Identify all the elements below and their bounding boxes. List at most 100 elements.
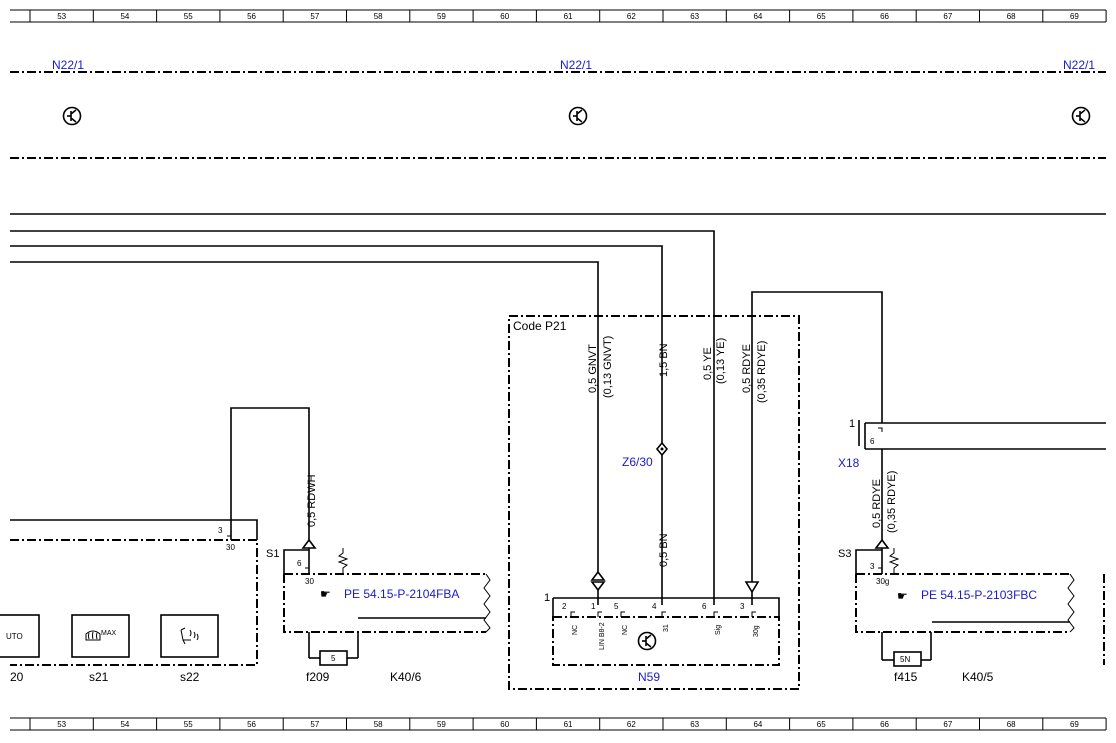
n59-pin: 2: [562, 602, 567, 611]
transistor-symbol-icon: [1071, 106, 1091, 126]
bottom-ruler-column-60: 60: [500, 720, 509, 729]
bottom-ruler-column-58: 58: [374, 720, 383, 729]
bottom-ruler-column-63: 63: [690, 720, 699, 729]
n59-connector: 1 2 1 5 4 6 3: [544, 570, 780, 617]
fuse-f209: [319, 650, 348, 666]
relay-k40-6-label: K40/6: [390, 670, 422, 684]
n59-pin: 5: [614, 602, 619, 611]
connector-x18[interactable]: 1 6 X18: [838, 418, 1106, 470]
splice-label[interactable]: Z6/30: [622, 455, 653, 469]
n59-pin-name: LIN B8-2: [599, 622, 606, 650]
wire-label-ye: 0,5 YE: [702, 347, 714, 380]
splice-z6-30[interactable]: Z6/30: [622, 441, 669, 469]
switch-auto-label: 20: [10, 670, 24, 684]
bottom-ruler-column-66: 66: [880, 720, 889, 729]
left-module-pin-name: 30: [226, 543, 235, 552]
s3-label: S3: [838, 548, 851, 560]
transistor-symbol-icon: [637, 631, 657, 651]
top-ruler-column-67: 67: [943, 12, 952, 21]
top-ruler-column-64: 64: [753, 12, 762, 21]
n59-connector-number: 1: [544, 592, 550, 604]
top-ruler-column-69: 69: [1070, 12, 1079, 21]
top-ruler-column-59: 59: [437, 12, 446, 21]
n59-pin: 1: [591, 602, 596, 611]
wire-label-gnvt: 0,5 GNVT: [587, 344, 599, 393]
x18-pin: 6: [870, 437, 875, 446]
bottom-ruler-column-59: 59: [437, 720, 446, 729]
s1-switch-block: S1 6 30 ☛ PE 54.15-P-2104FBA 5 f209 K40/…: [266, 538, 491, 684]
n59-pin: 3: [740, 602, 745, 611]
rdye-feed-wire: [751, 291, 883, 582]
wire-label-gnvt-alt: (0,13 GNVT): [602, 336, 614, 398]
wire-label-rdye: 0,5 RDYE: [741, 344, 753, 393]
top-ruler-column-57: 57: [310, 12, 319, 21]
bottom-ruler-column-54: 54: [120, 720, 129, 729]
s1-pe-link[interactable]: PE 54.15-P-2104FBA: [344, 587, 459, 601]
bottom-ruler-column-61: 61: [564, 720, 573, 729]
top-ruler-column-60: 60: [500, 12, 509, 21]
top-ruler-column-63: 63: [690, 12, 699, 21]
bottom-ruler-column-67: 67: [943, 720, 952, 729]
transistor-symbol-icon: [62, 106, 82, 126]
n22-label-1[interactable]: N22/1: [52, 58, 84, 72]
top-ruler-column-68: 68: [1007, 12, 1016, 21]
bottom-ruler-column-55: 55: [184, 720, 193, 729]
switch-s21-text: MAX: [101, 630, 117, 637]
top-ruler-column-58: 58: [374, 12, 383, 21]
n59-pin-name: NC: [622, 625, 629, 635]
s1-pin: 6: [297, 559, 302, 568]
bottom-ruler-column-68: 68: [1007, 720, 1016, 729]
double-arrow-icon: [590, 570, 606, 605]
s3-pe-link[interactable]: PE 54.15-P-2103FBC: [921, 588, 1037, 602]
wire-label-bn-upper: 1,5 BN: [658, 343, 670, 377]
s3-pin-name: 30g: [876, 577, 889, 586]
bottom-ruler-column-69: 69: [1070, 720, 1079, 729]
x18-pin-top: 1: [849, 418, 855, 430]
code-box-label: Code P21: [513, 319, 567, 333]
bottom-ruler-column-57: 57: [310, 720, 319, 729]
wire-label-rdye-x18: 0,5 RDYE: [871, 479, 883, 528]
s1-pin-name: 30: [305, 577, 314, 586]
switch-s21[interactable]: MAX s21: [71, 614, 130, 684]
n59-module[interactable]: NC LIN B8-2 NC 31 Sig 30g N59: [552, 616, 780, 684]
n59-label[interactable]: N59: [638, 670, 660, 684]
rear-defrost-icon: [85, 630, 101, 641]
bottom-ruler-column-56: 56: [247, 720, 256, 729]
wire-label-rdwh: 0,5 RDWH: [306, 474, 318, 527]
switch-s22[interactable]: s22: [160, 614, 219, 684]
code-p21-box: Code P21: [508, 315, 800, 690]
fuse-f415-label: f415: [894, 670, 918, 684]
pointing-hand-icon: ☛: [897, 589, 908, 603]
n59-pin: 6: [702, 602, 707, 611]
n22-label-2[interactable]: N22/1: [560, 58, 592, 72]
bottom-ruler-column-62: 62: [627, 720, 636, 729]
left-module-pin: 3: [218, 526, 223, 535]
wire-label-rdye-x18-alt: (0,35 RDYE): [886, 471, 898, 533]
n22-band: N22/1 N22/1 N22/1: [10, 58, 1106, 159]
switch-s21-label: s21: [89, 670, 109, 684]
s1-label: S1: [266, 548, 279, 560]
top-ruler-column-65: 65: [817, 12, 826, 21]
bottom-ruler-column-53: 53: [57, 720, 66, 729]
n59-pin-name: 30g: [753, 625, 760, 637]
fuse-f209-label: f209: [306, 670, 330, 684]
top-ruler-column-61: 61: [564, 12, 573, 21]
fuse-f209-value: 5: [331, 654, 336, 663]
top-ruler-column-62: 62: [627, 12, 636, 21]
rdwh-wire: [230, 407, 310, 540]
bottom-ruler-column-65: 65: [817, 720, 826, 729]
fuse-f415: [893, 651, 922, 667]
bottom-ruler-column-64: 64: [753, 720, 762, 729]
top-ruler-column-66: 66: [880, 12, 889, 21]
n59-pin-name: Sig: [715, 625, 722, 635]
transistor-symbol-icon: [568, 106, 588, 126]
wire-label-bn-lower: 0,5 BN: [658, 533, 670, 567]
switch-auto-text: UTO: [6, 632, 23, 641]
switch-auto[interactable]: UTO 20: [0, 614, 40, 684]
n59-pin-name: NC: [572, 625, 579, 635]
x18-label[interactable]: X18: [838, 456, 860, 470]
pointing-hand-icon: ☛: [320, 587, 331, 601]
n22-label-3[interactable]: N22/1: [1063, 58, 1095, 72]
